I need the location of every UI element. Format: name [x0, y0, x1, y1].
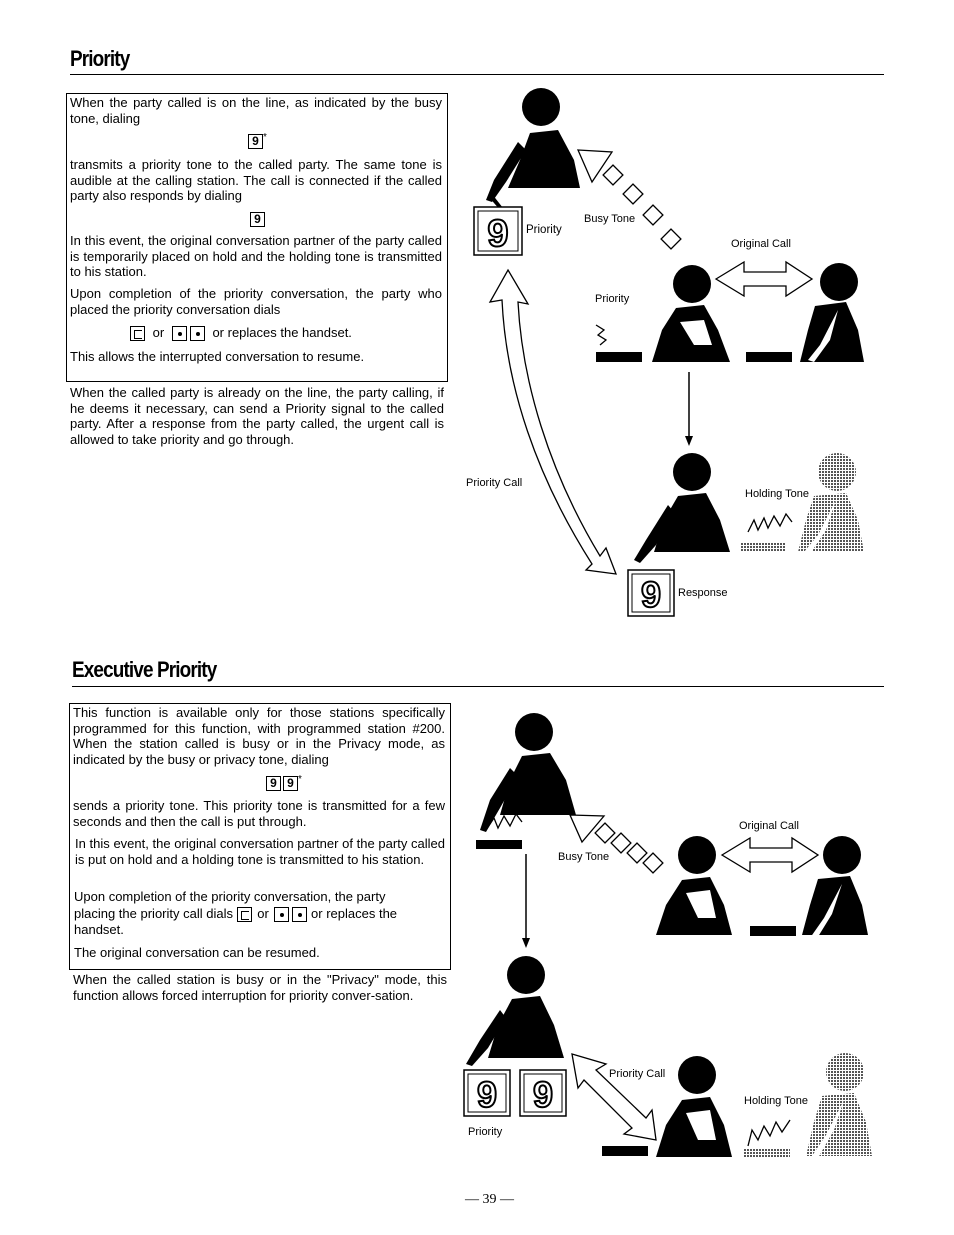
priority-para-2: transmits a priority tone to the called … [70, 157, 442, 203]
diagram-label-priority-call: Priority Call [466, 477, 523, 489]
priority-para-1: When the party called is on the line, as… [70, 95, 442, 126]
priority-dial-9-star: * [248, 130, 267, 150]
exec-called-party-2-icon [602, 1056, 732, 1157]
exec-label-priority-call: Priority Call [609, 1068, 666, 1080]
diagram-label-priority: Priority [526, 224, 562, 236]
priority-key-9-icon: 9 [473, 206, 523, 256]
exec-down-arrow-icon [522, 854, 530, 948]
exec-priority-person-icon [466, 956, 564, 1066]
priority-instructions-box [66, 93, 448, 382]
exec-called-party-icon [656, 836, 732, 935]
svg-text:9: 9 [641, 574, 661, 615]
caller-person-icon [486, 88, 580, 210]
executive-priority-heading: Executive Priority [72, 657, 217, 682]
original-partner-icon [746, 263, 864, 362]
executive-para-2: sends a priority tone. This priority ton… [73, 798, 445, 829]
svg-text:9: 9 [487, 213, 508, 255]
exec-original-partner-icon [750, 836, 868, 940]
executive-summary: When the called station is busy or in th… [73, 972, 447, 1003]
exec-holding-party-icon [744, 1053, 872, 1158]
executive-para-5: The original conversation can be resumed… [74, 945, 320, 960]
priority-summary: When the called party is already on the … [70, 385, 444, 447]
exec-label-priority: Priority [468, 1126, 503, 1138]
exec-label-holding-tone: Holding Tone [744, 1095, 809, 1107]
busy-tone-icon [576, 149, 682, 250]
diagram-label-response: Response [678, 587, 728, 599]
down-arrow-icon [685, 372, 693, 446]
clear-key-icon [130, 326, 145, 342]
exec-priority-call-arrow-icon [571, 1053, 657, 1141]
executive-para-3: In this event, the original conversation… [75, 836, 445, 867]
executive-para-4a: Upon completion of the priority conversa… [74, 889, 386, 904]
executive-para-4b: placing the priority call dials or or re… [74, 906, 398, 923]
response-key-9-icon: 9 [627, 569, 675, 617]
dot-key-icon [171, 326, 187, 342]
dot-key-icon [189, 326, 205, 342]
svg-text:9: 9 [533, 1074, 553, 1115]
asterisk: * [263, 132, 267, 143]
diagram-label-priority-2: Priority [595, 293, 630, 305]
key-9-icon [248, 134, 263, 150]
page-number: — 39 — [465, 1192, 514, 1207]
placing-text: placing the priority call dials [74, 906, 233, 921]
or-word: or [152, 325, 165, 340]
priority-call-arrow-icon [488, 268, 617, 575]
key-9-icon [266, 776, 281, 792]
priority-heading-rule [70, 74, 884, 75]
priority-para-5: This allows the interrupted conversation… [70, 349, 365, 364]
exec-busy-tone-icon [568, 814, 664, 874]
key-9-icon [250, 212, 265, 228]
diagram-label-busy-tone: Busy Tone [584, 213, 636, 225]
replace-text: or replaces the handset. [212, 325, 352, 340]
executive-para-1: This function is available only for thos… [73, 705, 445, 767]
holding-party-icon [740, 453, 864, 554]
exec-key-99-icon: 9 9 [463, 1069, 567, 1117]
diagram-label-holding-tone: Holding Tone [745, 488, 810, 500]
executive-heading-rule [72, 686, 884, 687]
clear-key-icon [236, 907, 252, 923]
executive-para-4c: handset. [74, 922, 124, 937]
response-person-icon [634, 453, 730, 563]
priority-dial-9 [250, 211, 265, 228]
priority-heading: Priority [70, 46, 130, 71]
exec-original-call-arrow-icon [720, 836, 820, 874]
priority-para-4: Upon completion of the priority conversa… [70, 286, 442, 317]
or-replaces-text: or replaces the [311, 906, 398, 921]
exec-label-busy-tone: Busy Tone [558, 851, 610, 863]
priority-para-3: In this event, the original conversation… [70, 233, 442, 279]
or-word: or [257, 906, 269, 921]
exec-label-original-call: Original Call [739, 820, 799, 832]
priority-end-keys: or or replaces the handset. [130, 325, 352, 342]
executive-dial-99-star: * [266, 772, 302, 792]
asterisk: * [298, 774, 302, 785]
called-party-icon [595, 265, 730, 362]
dot-key-icon [292, 907, 308, 923]
diagram-label-original-call: Original Call [731, 238, 791, 250]
dot-key-icon [274, 907, 290, 923]
svg-text:9: 9 [477, 1074, 497, 1115]
key-9-icon [283, 776, 298, 792]
exec-caller-icon [476, 713, 576, 849]
original-call-arrow-icon [714, 260, 814, 298]
executive-instructions-box [69, 703, 451, 970]
